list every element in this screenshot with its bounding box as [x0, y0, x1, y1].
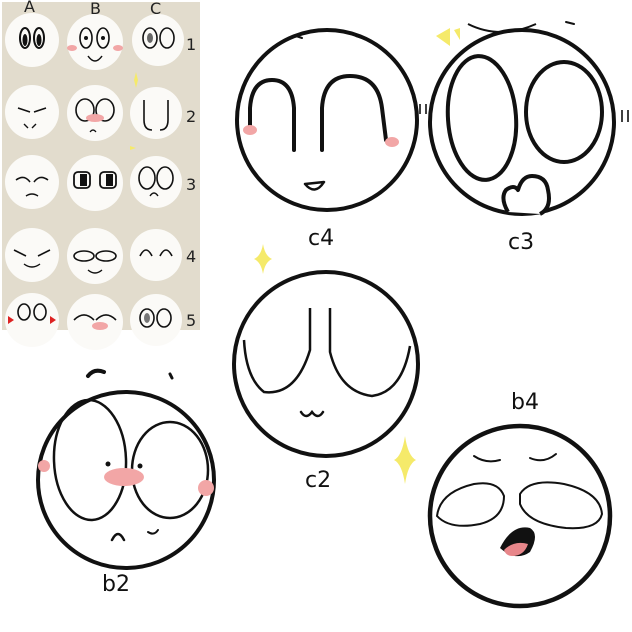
- face-c3: [428, 21, 629, 216]
- face-b2-center-blush: [104, 468, 144, 486]
- reference-face-b1: [67, 14, 123, 70]
- reference-row-5-number: 5: [186, 311, 196, 330]
- face-b4-label: b4: [511, 390, 539, 415]
- face-b2-left-blush: [38, 460, 50, 472]
- reference-face-a1: [5, 13, 59, 67]
- face-c2-mouth: [299, 409, 325, 418]
- face-c3-label: c3: [508, 230, 535, 255]
- reference-row-3-number: 3: [186, 175, 196, 194]
- reference-column-c-letter: C: [150, 0, 161, 18]
- face-c4-mouth: [303, 180, 326, 191]
- reference-face-a5: [5, 293, 59, 347]
- face-c4-right-blush: [385, 137, 399, 147]
- face-c4-left-eye: [248, 77, 296, 152]
- sparkle-icon: [454, 28, 460, 40]
- face-b4-outline: [427, 423, 613, 609]
- face-c4-right-eye: [320, 73, 388, 152]
- reference-face-b4: [67, 228, 123, 284]
- reference-column-a-letter: A: [24, 0, 35, 16]
- face-c3-left-eye: [445, 54, 519, 182]
- face-b4-left-eye: [473, 455, 501, 463]
- reference-column-b-letter: B: [90, 0, 101, 18]
- face-b4-left-cheek: [435, 482, 506, 527]
- face-c2: [232, 270, 420, 458]
- face-b2-mouth: [110, 532, 126, 542]
- face-c4-label: c4: [308, 226, 335, 251]
- sparkle-icon: [436, 28, 450, 46]
- face-c4: [235, 28, 427, 212]
- sparkle-icon: [254, 244, 272, 274]
- reference-face-c4: [130, 229, 182, 281]
- reference-face-a4: [5, 228, 59, 282]
- face-b4-right-eye: [529, 453, 557, 462]
- sparkle-icon: [394, 436, 416, 484]
- face-c2-label: c2: [305, 468, 332, 493]
- face-c2-right-eye: [328, 308, 412, 398]
- face-c3-mouth: [501, 174, 551, 216]
- face-b2-label: b2: [102, 572, 130, 597]
- reference-sheet: A B C 1 2 3 4 5: [2, 0, 200, 350]
- reference-face-c2: [130, 87, 182, 139]
- reference-face-c1: [132, 14, 184, 66]
- face-b4-tongue: [504, 542, 528, 556]
- face-c4-left-blush: [243, 125, 257, 135]
- reference-face-c3: [130, 156, 182, 208]
- sparkle-icon: [134, 72, 138, 88]
- face-b4-right-cheek: [519, 481, 604, 530]
- reference-row-2-number: 2: [186, 107, 196, 126]
- face-c2-outline: [232, 270, 420, 458]
- face-b2: [36, 368, 216, 570]
- face-c4-outline: [235, 28, 419, 212]
- reference-face-a2: [5, 85, 59, 139]
- reference-face-a3: [5, 155, 59, 209]
- face-b2-left-eye: [52, 398, 128, 522]
- reference-face-b2: [67, 85, 123, 141]
- face-c3-right-eye: [524, 60, 604, 164]
- sparkle-icon: [130, 146, 136, 150]
- reference-face-c5: [130, 294, 182, 346]
- face-c2-left-eye: [242, 308, 312, 394]
- face-b2-right-blush: [198, 480, 214, 496]
- face-b4: [427, 423, 613, 609]
- reference-face-b5: [67, 294, 123, 350]
- reference-row-1-number: 1: [186, 35, 196, 54]
- reference-row-4-number: 4: [186, 247, 196, 266]
- reference-face-b3: [67, 155, 123, 211]
